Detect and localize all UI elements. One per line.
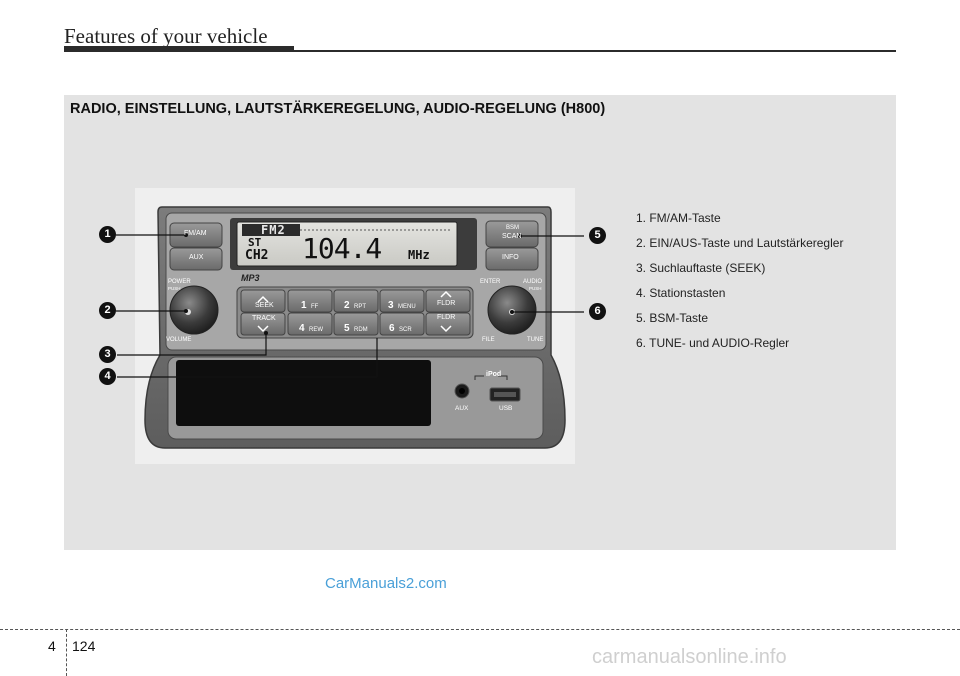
track-arrow-icon [257, 325, 269, 333]
watermark-link[interactable]: CarManuals2.com [325, 575, 447, 592]
footer-separator [66, 629, 67, 676]
fm-am-button[interactable]: FM/AM [184, 230, 207, 237]
legend-list: 1. FM/AM-Taste 2. EIN/AUS-Taste und Laut… [636, 211, 843, 361]
display-channel: CH2 [245, 248, 269, 263]
fldr-down-button[interactable]: FLDR [437, 314, 456, 321]
tune-label: TUNE [527, 337, 544, 343]
enter-label: ENTER [480, 279, 501, 285]
mp3-badge: MP3 [241, 273, 260, 283]
callout-3: 3 [99, 346, 116, 363]
preset-3-button[interactable]: 3 MENU [388, 300, 416, 311]
push-right-label: PUSH [529, 286, 542, 291]
track-button[interactable]: TRACK [252, 315, 276, 322]
scan-label[interactable]: SCAN [502, 233, 522, 240]
fldr-up-arrow-icon [440, 290, 452, 298]
callout-5: 5 [589, 227, 606, 244]
header-rule [64, 50, 896, 52]
info-button-shape [485, 247, 539, 271]
aux-port-label: AUX [455, 405, 469, 412]
legend-item: 3. Suchlauftaste (SEEK) [636, 261, 766, 275]
preset-4-button[interactable]: 4 REW [299, 323, 324, 334]
power-label: POWER [168, 279, 191, 285]
preset-2-button[interactable]: 2 RPT [344, 300, 367, 311]
aux-button-shape [169, 247, 223, 271]
volume-knob-shape [169, 285, 219, 335]
seek-button[interactable]: SEEK [255, 302, 274, 309]
preset-1-button[interactable]: 1 FF [301, 300, 319, 311]
display-stereo: ST [248, 236, 262, 249]
aux-button[interactable]: AUX [189, 254, 204, 261]
fldr-down-arrow-icon [440, 325, 452, 333]
file-label: FILE [482, 337, 495, 343]
legend-item: 1. FM/AM-Taste [636, 211, 721, 225]
header-rule-accent [64, 46, 294, 52]
watermark-bottom: carmanualsonline.info [592, 646, 787, 668]
info-button[interactable]: INFO [502, 254, 519, 261]
page-number: 124 [72, 638, 96, 654]
legend-item: 5. BSM-Taste [636, 311, 709, 325]
push-left-label: PUSH [168, 286, 181, 291]
callout-2: 2 [99, 302, 116, 319]
bsm-scan-button-shape [485, 220, 539, 248]
page-header-title: Features of your vehicle [64, 24, 268, 48]
legend-item: 2. EIN/AUS-Taste und Lautstärkeregler [636, 236, 844, 250]
audio-label: AUDIO [523, 279, 543, 285]
seek-arrow-icon [257, 295, 269, 303]
callout-6: 6 [589, 303, 606, 320]
footer-rule [0, 629, 960, 630]
volume-label: VOLUME [166, 337, 192, 343]
callout-4: 4 [99, 368, 116, 385]
display-band: FM2 [261, 223, 286, 237]
legend-item: 6. TUNE- und AUDIO-Regler [636, 336, 790, 350]
fldr-up-button[interactable]: FLDR [437, 300, 456, 307]
display-unit: MHz [408, 248, 430, 262]
usb-label: USB [499, 405, 513, 412]
preset-6-button[interactable]: 6 SCR [389, 323, 412, 334]
section-title: RADIO, EINSTELLUNG, LAUTSTÄRKEREGELUNG, … [70, 101, 606, 117]
bsm-label[interactable]: BSM [506, 225, 520, 231]
chapter-number: 4 [48, 638, 56, 654]
legend-item: 4. Stationstasten [636, 286, 726, 300]
ipod-label: iPod [486, 371, 502, 378]
callout-1: 1 [99, 226, 116, 243]
preset-5-button[interactable]: 5 RDM [344, 323, 368, 334]
display-frequency: 104.4 [302, 232, 382, 265]
